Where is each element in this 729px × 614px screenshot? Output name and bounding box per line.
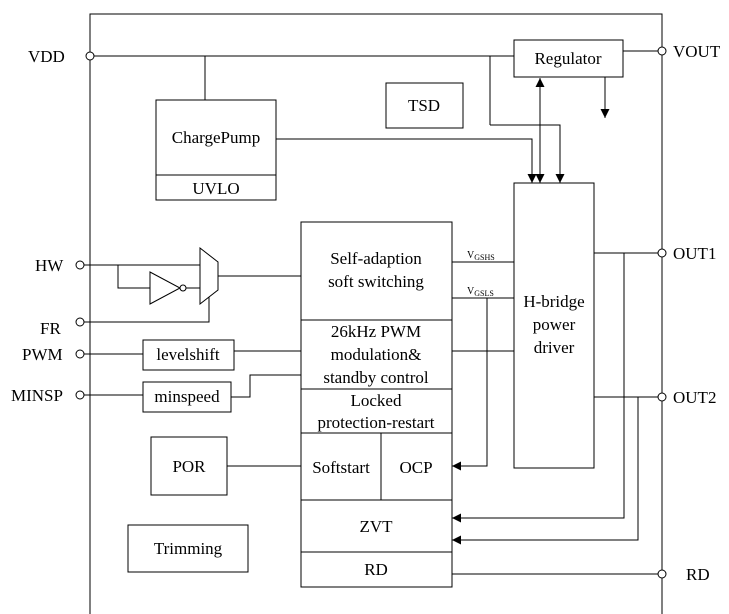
pin-label-out2: OUT2 <box>673 388 716 407</box>
wire-ocp-feedback <box>452 298 488 471</box>
inverter-bubble <box>179 284 187 292</box>
vgsls-label: VGSLS <box>467 286 494 298</box>
hbridge-block <box>513 182 595 469</box>
pwm-modulation-label-3: standby control <box>323 368 429 387</box>
pin-out1-terminal <box>657 248 667 258</box>
levelshift-block <box>142 339 235 371</box>
tsd-label: TSD <box>408 96 440 115</box>
minspeed-label: minspeed <box>154 387 220 406</box>
pin-label-rd: RD <box>686 565 710 584</box>
pin-label-hw: HW <box>35 256 64 275</box>
trimming-block <box>127 524 249 573</box>
pin-label-vout: VOUT <box>673 42 721 61</box>
pin-label-pwm: PWM <box>22 345 63 364</box>
inverter-gate <box>149 271 182 305</box>
wire-out1-zvt <box>452 253 625 523</box>
regulator-block <box>513 39 624 78</box>
chip-outline <box>89 13 663 614</box>
pin-out2-terminal <box>657 392 667 402</box>
mux-gate <box>199 246 219 306</box>
pin-vout-terminal <box>657 46 667 56</box>
wire-fr-mux <box>84 297 210 323</box>
trimming-label: Trimming <box>154 539 223 558</box>
pin-hw-terminal <box>75 260 85 270</box>
zvt-label: ZVT <box>359 517 393 536</box>
pwm-modulation-label-1: 26kHz PWM <box>331 322 421 341</box>
regulator-label: Regulator <box>534 49 601 68</box>
tsd-block <box>385 82 464 129</box>
pin-label-fr: FR <box>40 319 61 338</box>
pin-vdd-terminal <box>85 51 95 61</box>
rd-block-label: RD <box>364 560 388 579</box>
uvlo-label: UVLO <box>192 179 239 198</box>
control-stack <box>300 221 453 588</box>
pin-pwm-terminal <box>75 349 85 359</box>
pin-label-out1: OUT1 <box>673 244 716 263</box>
pwm-modulation-label-2: modulation& <box>331 345 422 364</box>
hbridge-label-1: H-bridge <box>523 292 584 311</box>
self-adaption-label-1: Self-adaption <box>330 249 422 268</box>
wire-vdd-hbridge-2 <box>490 124 565 183</box>
wire-out2-zvt <box>452 397 639 545</box>
levelshift-label: levelshift <box>156 345 220 364</box>
chargepump-label: ChargePump <box>172 128 260 147</box>
chargepump-block <box>155 99 277 201</box>
vgshs-label: VGSHS <box>467 250 495 262</box>
locked-label-2: protection-restart <box>317 413 434 432</box>
ocp-label: OCP <box>399 458 432 477</box>
hbridge-label-2: power <box>533 315 576 334</box>
wire-minspeed-pwm <box>231 374 301 398</box>
wire-hw-inverter <box>117 265 150 289</box>
por-label: POR <box>172 457 206 476</box>
self-adaption-label-2: soft switching <box>328 272 424 291</box>
softstart-label: Softstart <box>312 458 370 477</box>
wire-chargepump-hbridge <box>276 138 537 183</box>
pin-label-vdd: VDD <box>28 47 65 66</box>
pin-label-minsp: MINSP <box>11 386 63 405</box>
pin-minsp-terminal <box>75 390 85 400</box>
locked-label-1: Locked <box>351 391 402 410</box>
hbridge-label-3: driver <box>534 338 575 357</box>
pin-fr-terminal <box>75 317 85 327</box>
pin-rd-terminal <box>657 569 667 579</box>
